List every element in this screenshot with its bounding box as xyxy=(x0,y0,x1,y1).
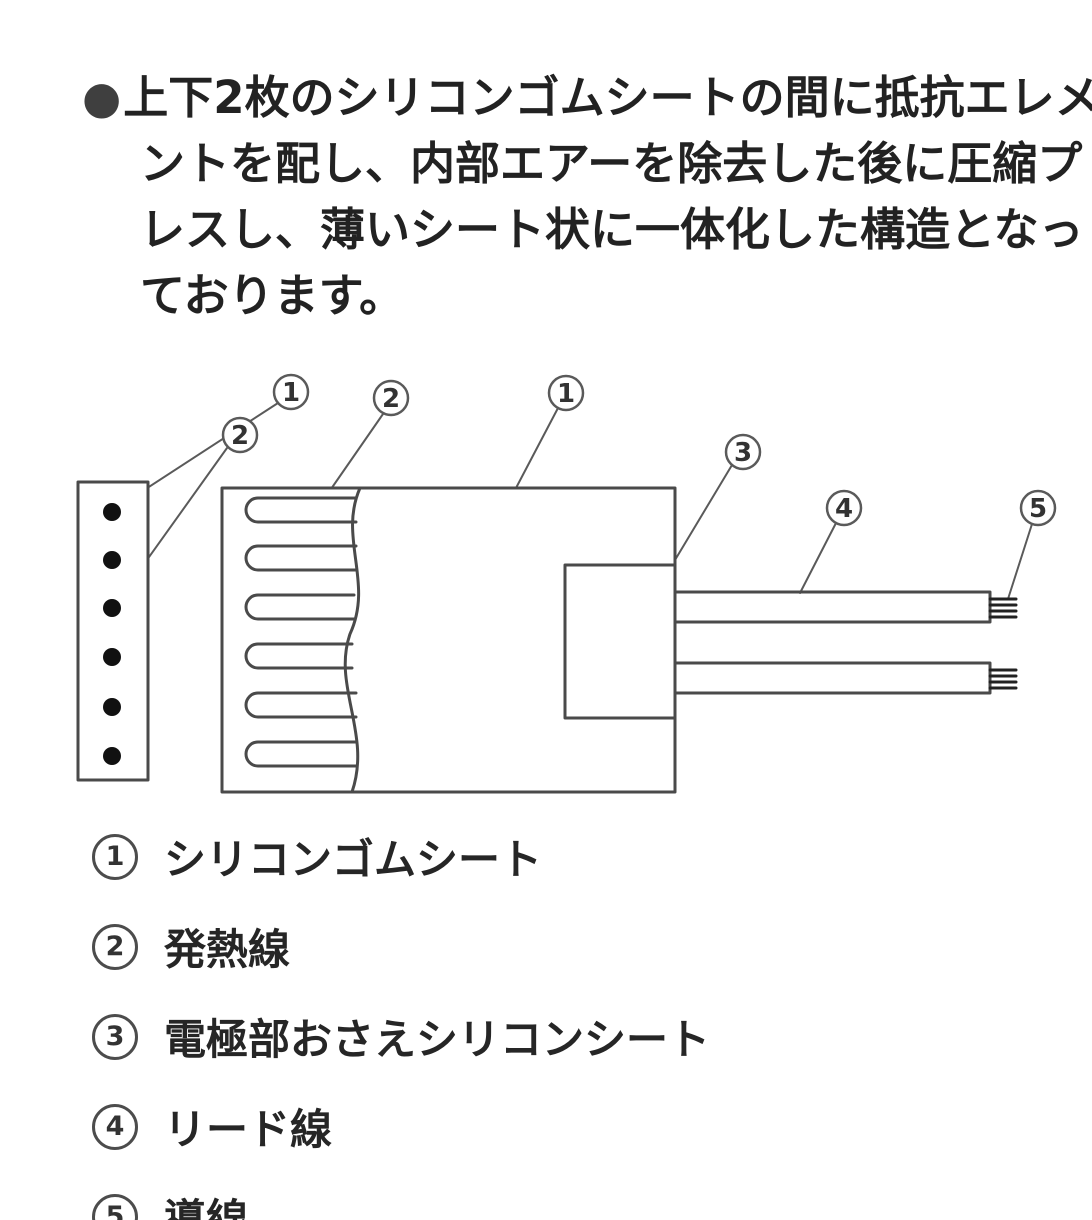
conductor-strands xyxy=(988,597,1018,690)
legend-label-4: リード線 xyxy=(164,1105,333,1154)
callout-2a: 2 xyxy=(221,416,259,454)
legend-item-2: 2 発熱線 xyxy=(92,916,992,977)
wire-dot xyxy=(103,503,121,521)
heating-finger xyxy=(244,691,358,719)
heating-finger xyxy=(244,544,358,572)
wire-dot xyxy=(103,698,121,716)
callout-4: 4 xyxy=(825,489,863,527)
callout-1b-num: 1 xyxy=(557,379,575,409)
callout-3-num: 3 xyxy=(734,438,752,468)
legend-num-3: 3 xyxy=(92,1013,138,1060)
heating-finger xyxy=(244,642,354,670)
callout-3: 3 xyxy=(724,433,762,471)
legend-num-1: 1 xyxy=(92,833,138,880)
leader-line-4 xyxy=(799,522,837,594)
callouts: 1 2 2 1 3 4 5 xyxy=(221,373,1057,527)
callout-5-num: 5 xyxy=(1029,494,1047,524)
wire-dots xyxy=(103,503,121,765)
pattern-break-wave xyxy=(343,486,362,794)
legend-label-2: 発熱線 xyxy=(164,925,291,974)
cross-section-sheet xyxy=(76,480,150,782)
callout-4-num: 4 xyxy=(835,494,853,524)
electrode-press-sheet xyxy=(563,563,677,720)
callout-2b: 2 xyxy=(372,379,410,417)
callout-5: 5 xyxy=(1019,489,1057,527)
legend-label-3: 電極部おさえシリコンシート xyxy=(164,1015,711,1064)
intro-paragraph: ●上下2枚のシリコンゴムシートの間に抵抗エレメントを配し、内部エアーを除去した後… xyxy=(82,65,1092,330)
conductor-bottom xyxy=(988,668,1018,690)
lead-wire-top xyxy=(673,590,992,624)
wire-dot xyxy=(103,648,121,666)
conductor-top xyxy=(988,597,1018,619)
legend-item-3: 3 電極部おさえシリコンシート xyxy=(92,1006,992,1067)
cross-section-outline xyxy=(76,480,150,782)
legend-label-1: シリコンゴムシート xyxy=(164,835,543,884)
legend-num-2: 2 xyxy=(92,923,138,970)
legend-item-1: 1 シリコンゴムシート xyxy=(92,826,992,887)
callout-1b: 1 xyxy=(547,374,585,412)
heating-finger xyxy=(244,740,358,768)
leader-line-1b xyxy=(515,407,559,489)
callout-2b-num: 2 xyxy=(382,384,400,414)
legend-item-5: 5 導線 xyxy=(92,1186,992,1220)
legend-label-5: 導線 xyxy=(164,1195,249,1220)
intro-text: 上下2枚のシリコンゴムシートの間に抵抗エレメントを配し、内部エアーを除去した後に… xyxy=(123,71,1092,323)
heater-structure-diagram: 1 2 2 1 3 4 5 xyxy=(76,373,1057,794)
wire-dot xyxy=(103,747,121,765)
legend-num-4: 4 xyxy=(92,1103,138,1150)
callout-1a: 1 xyxy=(272,373,310,411)
leader-line-5 xyxy=(1007,523,1033,600)
lead-wire-bottom xyxy=(673,661,992,695)
heating-element-pattern xyxy=(244,486,362,794)
heating-finger xyxy=(244,496,358,524)
legend-num-5: 5 xyxy=(92,1193,138,1220)
legend-item-4: 4 リード線 xyxy=(92,1096,992,1157)
bullet-icon: ● xyxy=(82,71,122,124)
wire-dot xyxy=(103,551,121,569)
lead-wires xyxy=(673,590,992,695)
heating-finger xyxy=(244,593,356,621)
wire-dot xyxy=(103,599,121,617)
callout-1a-num: 1 xyxy=(282,378,300,408)
legend: 1 シリコンゴムシート 2 発熱線 3 電極部おさえシリコンシート 4 リード線… xyxy=(92,826,992,1220)
callout-2a-num: 2 xyxy=(231,421,249,451)
